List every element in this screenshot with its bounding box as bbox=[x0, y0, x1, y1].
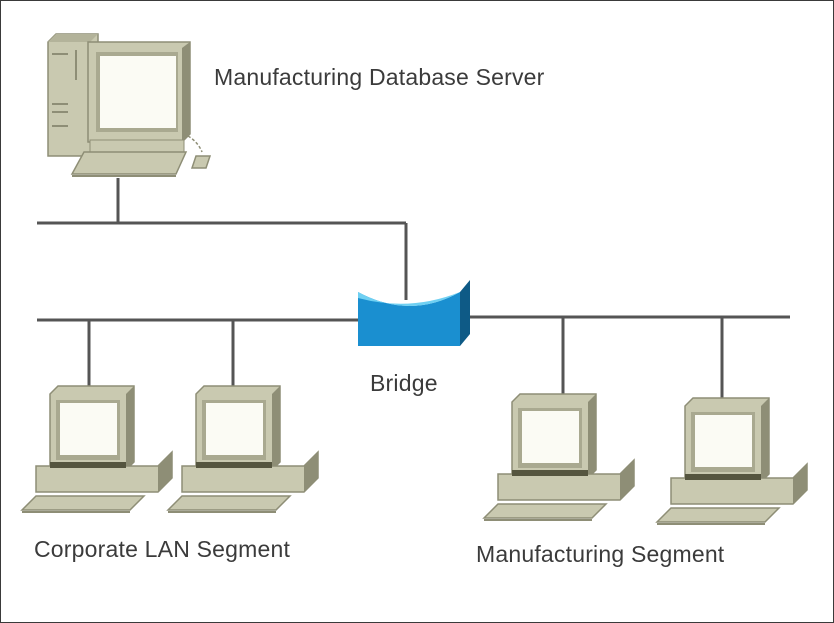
bridge-icon bbox=[358, 280, 470, 346]
corporate-segment-label: Corporate LAN Segment bbox=[34, 536, 291, 562]
bridge-label: Bridge bbox=[370, 370, 438, 396]
network-links bbox=[37, 178, 790, 398]
mfg-pc-1-icon bbox=[483, 393, 635, 521]
server-label: Manufacturing Database Server bbox=[214, 64, 545, 90]
mfg-pc-2-icon bbox=[656, 397, 808, 525]
corp-pc-2-icon bbox=[167, 385, 319, 513]
manufacturing-segment-label: Manufacturing Segment bbox=[476, 541, 725, 567]
server-icon bbox=[47, 33, 212, 177]
corp-pc-1-icon bbox=[21, 385, 173, 513]
